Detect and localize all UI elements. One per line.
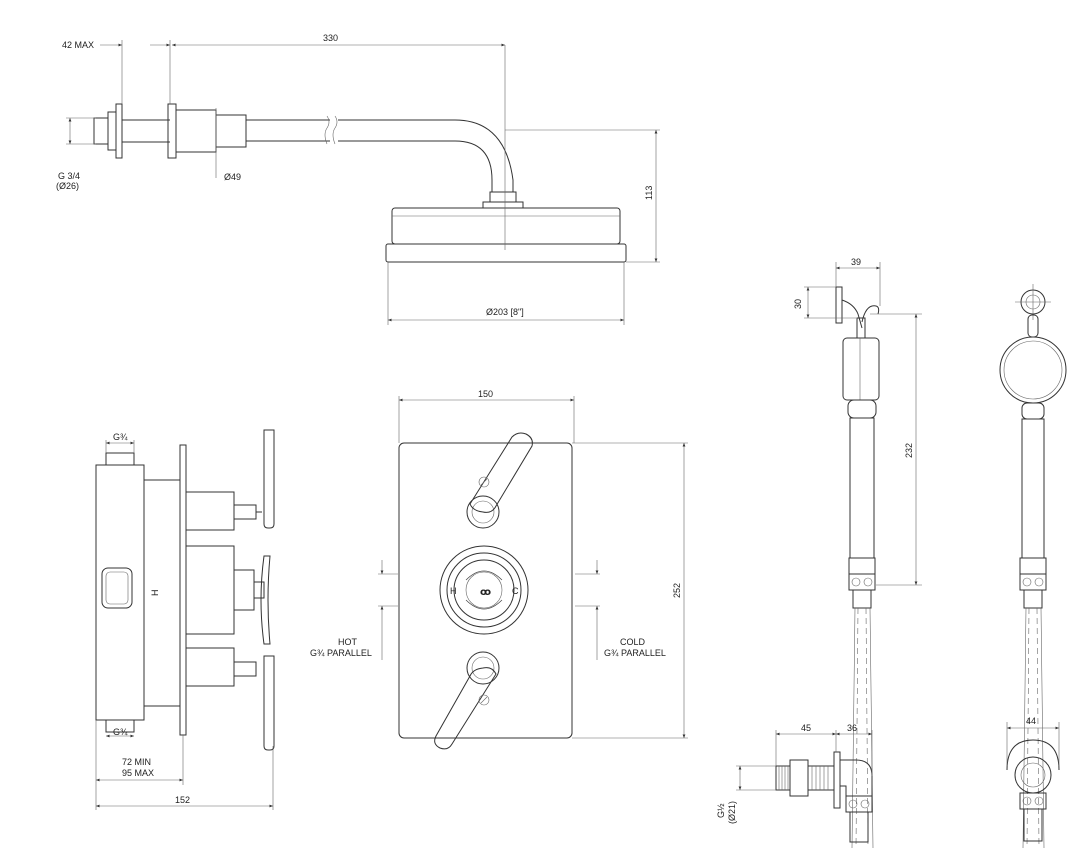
dim-hook-width: 39 xyxy=(851,257,861,267)
dim-max-depth: 95 MAX xyxy=(122,768,154,778)
dim-wall-max: 42 MAX xyxy=(62,40,94,50)
hand-shower-side-drawing: 39 30 232 xyxy=(793,257,922,849)
dim-height: 113 xyxy=(644,186,654,200)
dim-arm-length: 330 xyxy=(323,33,338,43)
dim-outlet-thread: G½ xyxy=(716,803,726,818)
dim-total-depth: 152 xyxy=(175,795,190,805)
dim-outlet-front-width: 44 xyxy=(1026,716,1036,726)
hot-label-line1: HOT xyxy=(338,637,358,647)
wall-outlet-side-drawing: 45 36 G½ (Ø21) xyxy=(716,723,873,843)
dim-outlet-body-length: 45 xyxy=(801,723,811,733)
dim-inlet-thread: G 3/4 xyxy=(58,171,80,181)
dim-handset-length: 232 xyxy=(904,443,914,458)
dim-top-inlet: G¾ xyxy=(113,432,128,442)
valve-side-drawing: H G¾ G¾ 72 MIN 95 MAX 152 xyxy=(95,429,275,810)
dim-inlet-diameter: (Ø26) xyxy=(56,181,79,191)
hand-shower-front-drawing xyxy=(999,284,1067,849)
valve-front-drawing: H C ꝏ 150 252 HOT G¾ PARALLEL COLD G¾ PA… xyxy=(310,389,688,750)
cold-label-line2: G¾ PARALLEL xyxy=(604,648,666,658)
dial-mark-c: C xyxy=(512,586,519,596)
hot-label-line2: G¾ PARALLEL xyxy=(310,648,372,658)
dial-logo-icon: ꝏ xyxy=(480,587,491,598)
dim-plate-width: 150 xyxy=(478,389,493,399)
dim-head-diameter: Ø203 [8"] xyxy=(486,307,524,317)
dim-outlet-thread-diameter: (Ø21) xyxy=(727,801,737,824)
overhead-shower-drawing: 42 MAX 330 G 3/4 (Ø26) Ø49 113 Ø203 [8"] xyxy=(56,33,660,325)
dim-flange-diameter: Ø49 xyxy=(224,172,241,182)
dim-min-depth: 72 MIN xyxy=(122,757,151,767)
dim-hook-height: 30 xyxy=(793,299,803,309)
dim-outlet-elbow-length: 36 xyxy=(847,723,857,733)
dial-mark-h: H xyxy=(450,586,457,596)
side-hot-mark: H xyxy=(150,590,160,597)
dim-plate-height: 252 xyxy=(672,583,682,598)
cold-label-line1: COLD xyxy=(620,637,646,647)
wall-outlet-front-drawing: 44 xyxy=(1006,716,1060,842)
dim-bottom-inlet: G¾ xyxy=(113,727,128,737)
